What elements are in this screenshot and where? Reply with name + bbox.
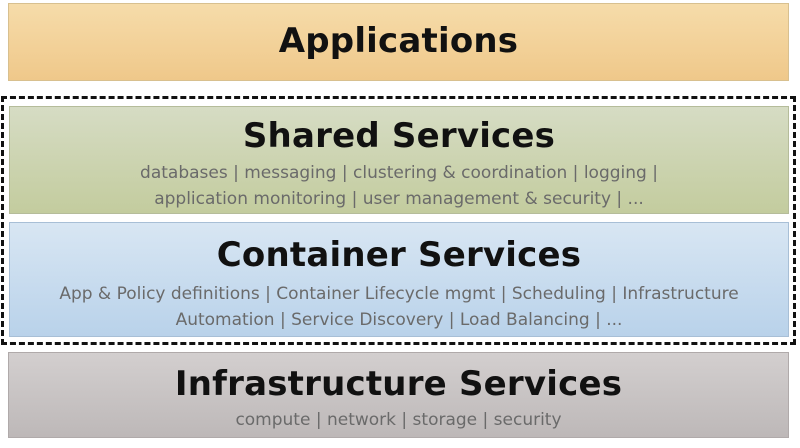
shared-services-layer: Shared Services databases | messaging | … [9, 106, 789, 214]
container-services-desc-line2: Automation | Service Discovery | Load Ba… [175, 310, 623, 330]
infrastructure-services-desc-line1: compute | network | storage | security [235, 410, 562, 430]
infrastructure-services-layer: Infrastructure Services compute | networ… [8, 352, 789, 438]
shared-services-desc-line2: application monitoring | user management… [154, 189, 644, 209]
container-services-layer: Container Services App & Policy definiti… [9, 222, 789, 337]
shared-services-desc-line1: databases | messaging | clustering & coo… [140, 163, 658, 183]
shared-services-description: databases | messaging | clustering & coo… [10, 160, 788, 212]
container-services-title: Container Services [216, 235, 582, 275]
container-services-description: App & Policy definitions | Container Lif… [10, 281, 788, 333]
shared-services-title: Shared Services [242, 116, 556, 156]
container-services-desc-line1: App & Policy definitions | Container Lif… [59, 284, 739, 304]
dashed-group-border [1, 96, 796, 345]
applications-title: Applications [278, 21, 519, 61]
infrastructure-services-description: compute | network | storage | security [9, 407, 788, 433]
applications-layer: Applications [8, 3, 789, 81]
infrastructure-services-title: Infrastructure Services [174, 364, 623, 404]
